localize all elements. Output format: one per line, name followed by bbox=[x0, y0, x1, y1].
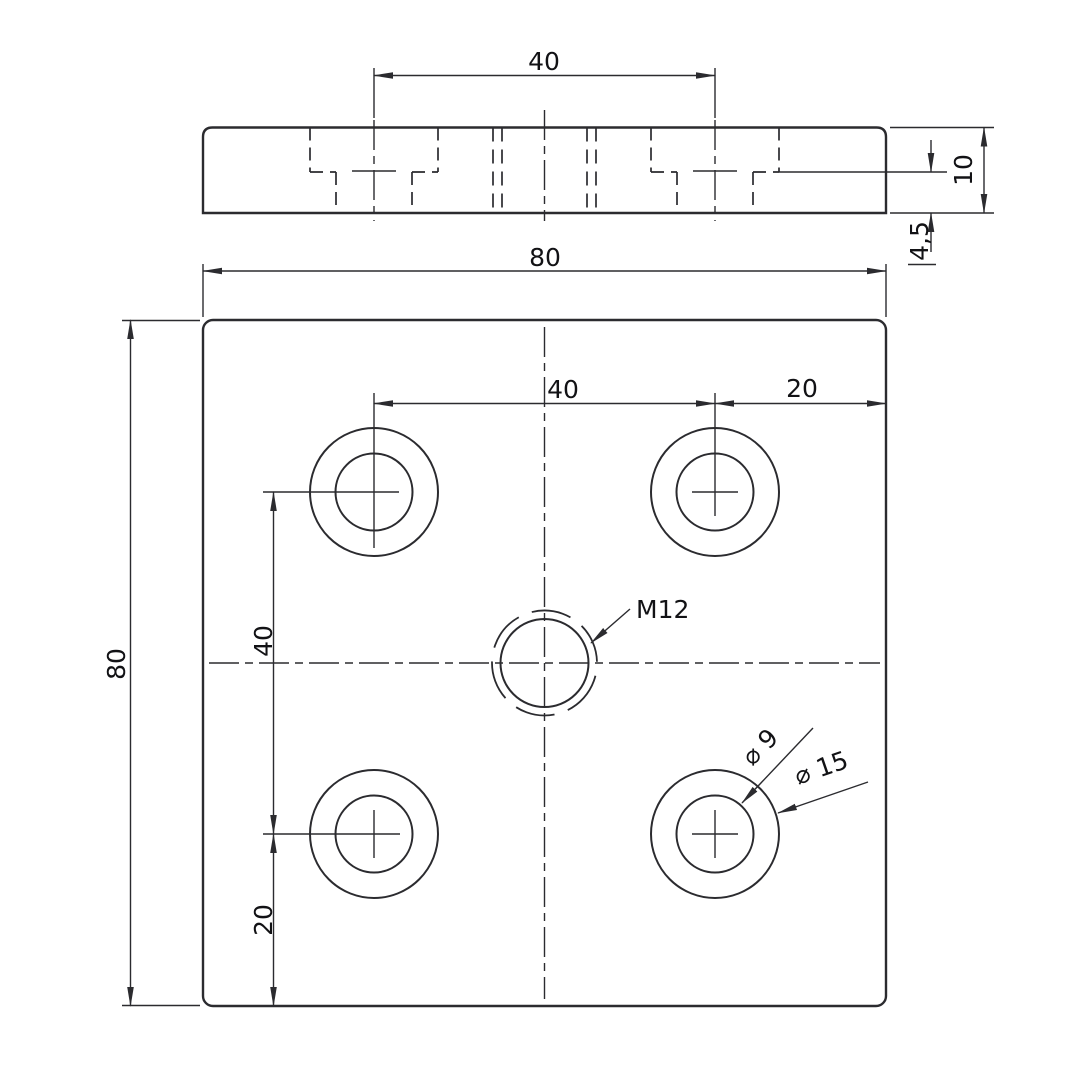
side-dim-thickness-label: 10 bbox=[949, 154, 978, 186]
front-dim-height: 80 bbox=[102, 319, 200, 1007]
leader-counterbore-diameter-label: ⌀ 15 bbox=[791, 745, 852, 790]
side-view: 40 10 4,5 bbox=[201, 47, 994, 266]
front-dim-edge-offset-v-label: 20 bbox=[249, 904, 278, 936]
hole-bottom-right bbox=[650, 769, 780, 899]
front-dim-hole-spacing-h-label: 40 bbox=[547, 375, 579, 404]
side-thread-hidden bbox=[492, 127, 597, 213]
leader-counterbore-diameter: ⌀ 15 bbox=[777, 745, 869, 814]
front-view: 80 40 20 80 40 20 M12 bbox=[102, 243, 888, 1008]
leader-thread: M12 bbox=[590, 595, 689, 644]
side-view-outline bbox=[201, 126, 888, 215]
front-dim-edge-offset-v: 20 bbox=[249, 833, 278, 1007]
side-dim-base-height-label: 4,5 bbox=[905, 221, 934, 261]
front-dim-hole-spacing-v: 40 bbox=[249, 491, 278, 835]
front-dim-edge-offset-h: 20 bbox=[714, 374, 887, 407]
front-dim-width: 80 bbox=[202, 243, 887, 317]
front-dim-height-label: 80 bbox=[102, 648, 131, 680]
side-centerlines bbox=[373, 68, 716, 221]
front-dim-hole-spacing-h: 40 bbox=[373, 375, 716, 407]
hole-center-marks bbox=[263, 393, 738, 858]
front-centerlines bbox=[209, 327, 880, 999]
side-hole-left-hidden bbox=[309, 127, 439, 213]
side-dim-hole-spacing-label: 40 bbox=[528, 47, 560, 76]
front-view-outline bbox=[201, 318, 888, 1008]
front-dim-hole-spacing-v-label: 40 bbox=[249, 625, 278, 657]
side-dim-hole-spacing: 40 bbox=[373, 47, 716, 79]
front-dim-width-label: 80 bbox=[529, 243, 561, 272]
side-dim-thickness: 10 bbox=[949, 126, 988, 214]
front-dim-edge-offset-h-label: 20 bbox=[786, 374, 818, 403]
leader-thread-label: M12 bbox=[636, 595, 689, 624]
side-dim-base-height: 4,5 bbox=[905, 140, 936, 266]
leader-hole-diameter-label: ⌀ 9 bbox=[736, 723, 784, 771]
